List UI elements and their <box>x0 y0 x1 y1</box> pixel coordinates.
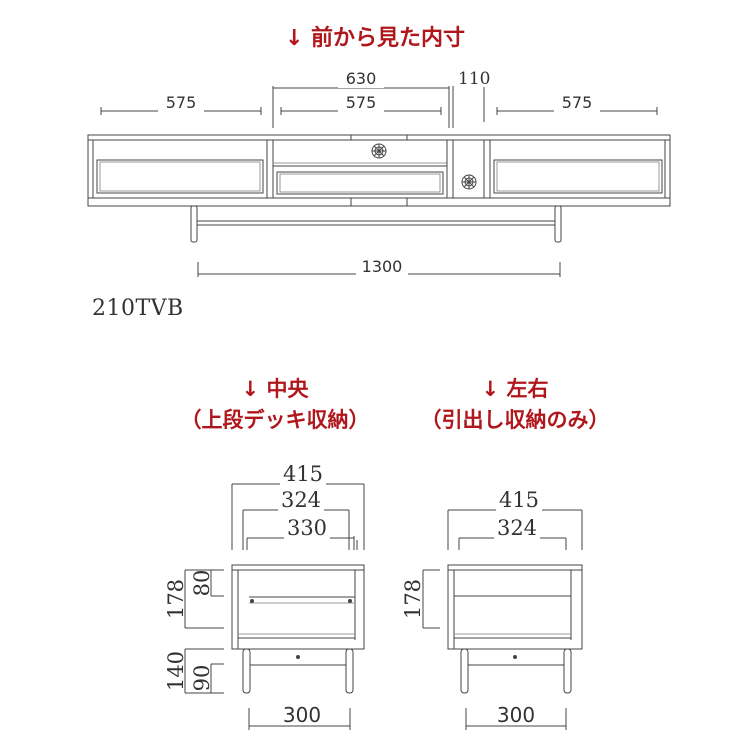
dim-deck-width: 330 <box>287 516 327 540</box>
cable-hole-icon <box>371 143 387 159</box>
dim-divider: 110 <box>458 69 490 89</box>
dim-right-inner: 575 <box>562 93 593 112</box>
side-section-cabinet <box>447 564 583 694</box>
dim-center-outer-width: 415 <box>283 462 323 486</box>
side-section-title: ↓ 左右 <box>481 377 549 401</box>
center-leg-span-label: 300 <box>283 703 321 727</box>
front-view-heading: ↓ 前から見た内寸 <box>284 26 466 51</box>
dim-left-inner: 575 <box>166 93 197 112</box>
side-section-heading: ↓ 左右 （引出し収納のみ） <box>400 374 630 436</box>
center-section-heading: ↓ 中央 （上段デッキ収納） <box>160 374 390 436</box>
dim-side-body-height: 178 <box>401 579 425 619</box>
center-section-title: ↓ 中央 <box>241 377 309 401</box>
side-section-subtitle: （引出し収納のみ） <box>420 408 610 432</box>
dim-leg-height: 140 <box>164 651 188 691</box>
dim-side-outer-width: 415 <box>499 488 539 512</box>
dim-side-inner-width: 324 <box>497 516 537 540</box>
center-section-cabinet <box>231 564 365 694</box>
dim-body-height: 178 <box>164 579 188 619</box>
cable-hole-icon <box>461 174 477 190</box>
dim-center-inner: 575 <box>346 93 377 112</box>
dim-clearance: 90 <box>190 665 214 692</box>
center-dimension-labels: 415 324 330 178 80 140 90 <box>164 462 330 691</box>
dim-leg-span: 1300 <box>362 257 403 276</box>
front-dimension-lines <box>100 86 658 277</box>
dim-center-leg-span: 300 <box>283 703 321 727</box>
model-name: 210TVB <box>92 296 184 321</box>
dim-center-inner-width: 324 <box>281 488 321 512</box>
side-dimension-labels: 415 324 178 <box>401 488 542 619</box>
center-section-subtitle: （上段デッキ収納） <box>180 408 370 432</box>
center-section-dimensions <box>184 483 365 730</box>
dim-center-outer: 630 <box>346 69 377 88</box>
front-dimension-labels: 575 630 575 110 575 1300 <box>158 69 600 276</box>
dim-side-leg-span: 300 <box>497 703 535 727</box>
side-section-dimensions <box>422 509 583 730</box>
dim-deck-height: 80 <box>190 570 214 597</box>
side-leg-span-label: 300 <box>497 703 535 727</box>
front-view-cabinet <box>87 134 671 243</box>
